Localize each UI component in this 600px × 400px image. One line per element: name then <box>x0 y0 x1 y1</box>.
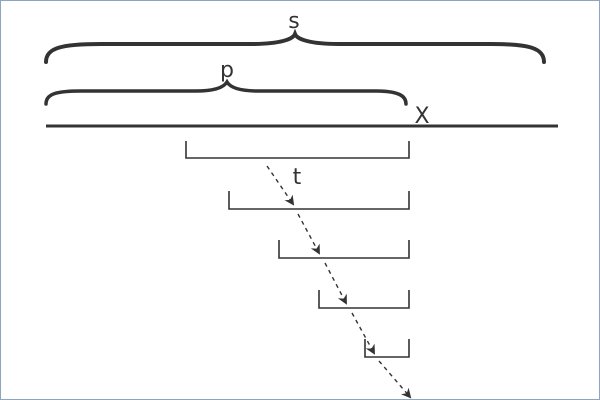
arrow-segment-1 <box>266 165 295 206</box>
label-t: t <box>293 165 302 190</box>
arrow-segment-5 <box>378 360 412 399</box>
arrow-segment-2 <box>297 213 320 255</box>
bracket-2 <box>228 191 410 210</box>
label-p: p <box>220 58 234 83</box>
bracket-3 <box>278 240 410 259</box>
brace-s <box>44 28 546 64</box>
label-s: s <box>288 9 299 34</box>
arrow-segment-3 <box>324 262 347 305</box>
bracket-4 <box>318 290 410 309</box>
label-x: X <box>414 104 429 129</box>
brace-p <box>44 78 408 106</box>
bracket-1 <box>185 141 410 159</box>
bracket-5 <box>364 339 410 358</box>
arrow-segment-4 <box>351 312 375 355</box>
